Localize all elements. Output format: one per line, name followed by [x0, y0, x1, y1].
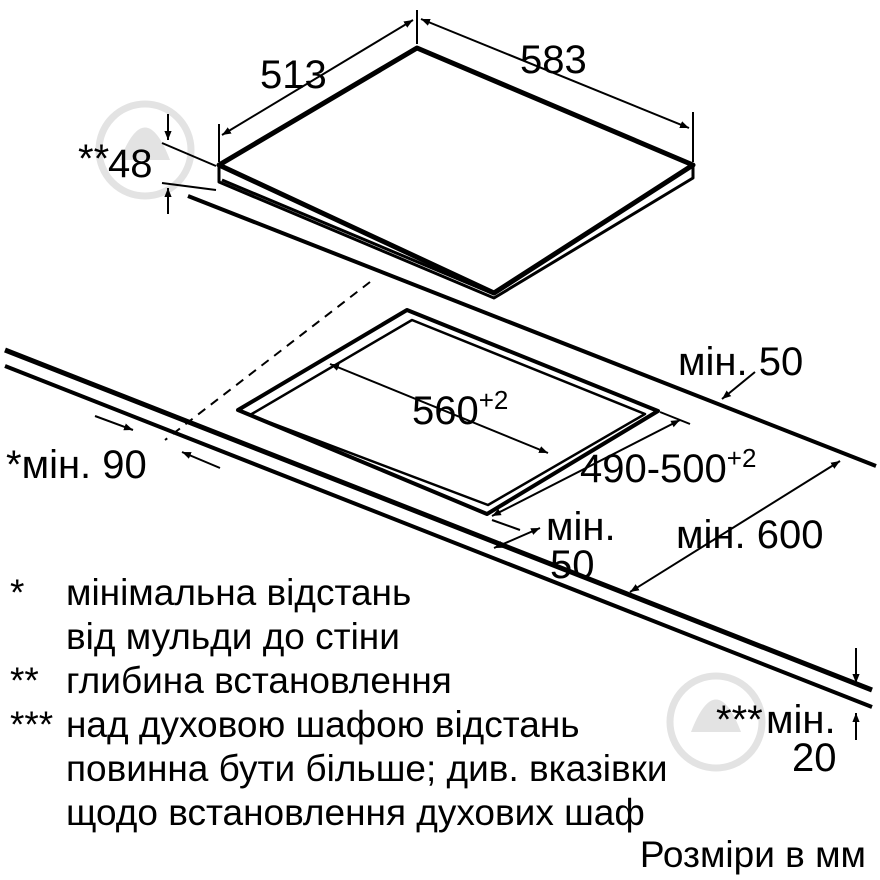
watermark-logo-right: [666, 672, 766, 772]
legend-row: ** глибина встановлення: [0, 658, 880, 704]
dimension-lines: [94, 10, 860, 740]
min-front-label-1: мін.: [546, 505, 616, 549]
legend-row: * мінімальна відстань: [0, 570, 880, 616]
width-label: 583: [520, 38, 587, 82]
install-depth-mark: **: [78, 137, 109, 181]
min-front-label-2: 50: [550, 543, 595, 587]
legend-row: *** над духовою шафою відстань: [0, 702, 880, 748]
units-note: Розміри в мм: [639, 834, 866, 875]
watermark-logo-left: [95, 100, 195, 200]
cutout-depth-label: 490-500+2: [580, 443, 756, 491]
projection-line: [164, 281, 371, 441]
min-oven-label-1: мін.: [766, 698, 836, 742]
min-back-label: мін. 50: [678, 340, 803, 384]
legend-text: мінімальна відстань: [66, 572, 412, 613]
cutout-width-label: 560+2: [412, 385, 508, 433]
legend-text: щодо встановлення духових шаф: [66, 792, 645, 833]
min-oven-label-2: 20: [792, 736, 837, 780]
legend-mark: *: [10, 572, 25, 613]
install-depth-label: 48: [108, 142, 153, 186]
legend-text: повинна бути більше; див. вказівки: [66, 748, 668, 789]
worktop: [4, 194, 877, 709]
legend-text: над духовою шафою відстань: [66, 704, 580, 745]
min-worktop-label: мін. 600: [676, 513, 823, 557]
min-oven-mark: ***: [716, 698, 763, 742]
legend-row: від мульди до стіни: [0, 614, 880, 660]
legend-row: щодо встановлення духових шаф: [0, 790, 880, 836]
legend-mark: ***: [10, 704, 54, 745]
min-side-label: *мін. 90: [6, 443, 147, 487]
cutout: [236, 308, 660, 516]
legend-text: від мульди до стіни: [66, 616, 400, 657]
legend-text: глибина встановлення: [66, 660, 452, 701]
legend-row: повинна бути більше; див. вказівки: [0, 746, 880, 792]
depth-label: 513: [260, 53, 327, 97]
legend-mark: **: [10, 660, 39, 701]
